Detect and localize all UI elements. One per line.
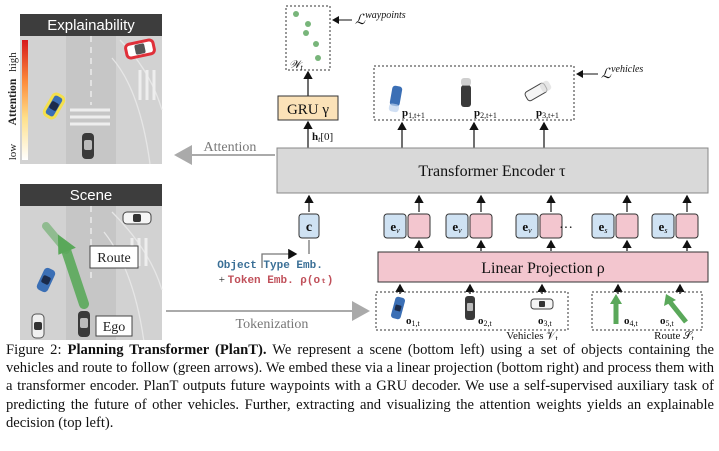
figure-caption: Figure 2: Planning Transformer (PlanT). … bbox=[6, 341, 714, 432]
object-label-2: o2,t bbox=[478, 315, 493, 328]
token-ellipsis: ··· bbox=[559, 221, 573, 236]
type-token-5 bbox=[651, 213, 675, 239]
token-pair-4: es bbox=[591, 194, 639, 239]
object-label-5: o5,t bbox=[660, 315, 675, 328]
tokenization-arrow-label: Tokenization bbox=[236, 317, 309, 332]
attention-high-label: high bbox=[7, 52, 19, 72]
route-objects-box: o4,t o5,t Route 𝒮t bbox=[591, 291, 703, 340]
transformer-encoder: Transformer Encoder τ bbox=[276, 147, 709, 194]
attention-colorbar bbox=[22, 40, 28, 160]
waypoints-loss: ℒwaypoints bbox=[355, 10, 406, 28]
attention-axis-label: Attention bbox=[7, 78, 19, 125]
scene-title: Scene bbox=[70, 187, 113, 204]
input-car-2 bbox=[465, 296, 475, 320]
linear-projection-label: Linear Projection ρ bbox=[481, 260, 605, 277]
type-token-label-4: es bbox=[599, 219, 608, 235]
type-token-label-5: es bbox=[659, 219, 668, 235]
tokenization-arrow: Tokenization bbox=[166, 301, 370, 332]
type-token-label-2: ev bbox=[452, 219, 462, 235]
embedding-legend: Object Type Emb. + Token Emb. ρ(oₜ) bbox=[217, 260, 333, 287]
caption-body: We represent a scene (bottom left) using… bbox=[6, 342, 715, 431]
explainability-title: Explainability bbox=[47, 17, 135, 34]
embedding-token-2 bbox=[469, 213, 493, 239]
route-arrow-icon bbox=[42, 222, 89, 309]
attention-arrow: Attention bbox=[174, 140, 275, 165]
plant-architecture-figure: Explainability high Attention low bbox=[7, 5, 709, 340]
type-token-label-1: ev bbox=[390, 219, 400, 235]
route-segment-1-icon bbox=[610, 294, 622, 324]
caption-figure-label: Figure 2: bbox=[6, 342, 62, 358]
transformer-label: Transformer Encoder τ bbox=[418, 163, 566, 180]
object-type-emb-label: Object Type Emb. bbox=[217, 260, 323, 272]
scene-car-white bbox=[122, 211, 152, 225]
embedding-token-4 bbox=[615, 213, 639, 239]
scene-panel: Scene bbox=[20, 184, 163, 340]
future-vehicle-label-3: p3,t+1 bbox=[536, 107, 559, 120]
gru-decoder: GRU γ bbox=[277, 95, 339, 121]
future-vehicle-label-1: p1,t+1 bbox=[402, 107, 425, 120]
attention-low-label: low bbox=[7, 144, 19, 161]
cls-token: c bbox=[298, 194, 320, 239]
type-token-2 bbox=[445, 213, 469, 239]
scene-ego-car bbox=[78, 311, 90, 337]
ego-car-explain bbox=[82, 133, 94, 159]
waypoints-box: 𝒲t ℒwaypoints bbox=[285, 5, 406, 72]
token-pairs: ev ev ev es es bbox=[383, 194, 699, 239]
caption-title: Planning Transformer (PlanT). bbox=[67, 342, 267, 358]
vehicles-loss: ℒvehicles bbox=[601, 64, 643, 82]
embedding-token-1 bbox=[407, 213, 431, 239]
future-car-3 bbox=[524, 80, 552, 102]
route-segment-2-icon bbox=[664, 294, 688, 324]
object-label-3: o3,t bbox=[538, 315, 553, 328]
ego-label: Ego bbox=[103, 320, 126, 335]
embedding-token-5 bbox=[675, 213, 699, 239]
vehicle-objects-box: o1,t o2,t o3,t Vehicles 𝒱t bbox=[375, 291, 569, 340]
input-car-1 bbox=[390, 296, 406, 320]
token-pair-1: ev bbox=[383, 194, 431, 239]
object-label-1: o1,t bbox=[406, 315, 421, 328]
linear-projection: Linear Projection ρ bbox=[377, 251, 709, 283]
scene-car-small bbox=[31, 313, 45, 339]
type-token-4 bbox=[591, 213, 615, 239]
vehicles-set-label: Vehicles 𝒱t bbox=[506, 330, 558, 340]
token-pair-3: ev bbox=[515, 194, 563, 239]
route-set-label: Route 𝒮t bbox=[654, 330, 695, 340]
route-label: Route bbox=[97, 251, 130, 266]
object-label-4: o4,t bbox=[624, 315, 639, 328]
embedding-token-3 bbox=[539, 213, 563, 239]
explainability-panel: Explainability high Attention low bbox=[7, 14, 163, 165]
future-vehicles-box: p1,t+1 p2,t+1 p3,t+1 ℒvehicles bbox=[373, 64, 643, 121]
future-car-1 bbox=[388, 85, 403, 113]
type-token-label-3: ev bbox=[522, 219, 532, 235]
token-pair-2: ev bbox=[445, 194, 493, 239]
type-token-3 bbox=[515, 213, 539, 239]
high-attention-car bbox=[124, 38, 156, 60]
gru-label: GRU γ bbox=[287, 102, 329, 118]
token-pair-5: es bbox=[651, 194, 699, 239]
attention-arrow-label: Attention bbox=[204, 140, 257, 155]
cls-token-label: c bbox=[306, 220, 312, 235]
type-token-1 bbox=[383, 213, 407, 239]
medium-attention-car bbox=[42, 92, 66, 120]
hidden-state-label: ht[0] bbox=[312, 131, 333, 144]
scene-car-blue bbox=[36, 267, 56, 293]
future-vehicle-label-2: p2,t+1 bbox=[474, 107, 497, 120]
future-car-2 bbox=[461, 78, 471, 107]
input-car-3 bbox=[530, 298, 554, 310]
token-emb-label: + Token Emb. ρ(oₜ) bbox=[219, 274, 334, 287]
waypoints-set-label: 𝒲t bbox=[289, 59, 304, 72]
